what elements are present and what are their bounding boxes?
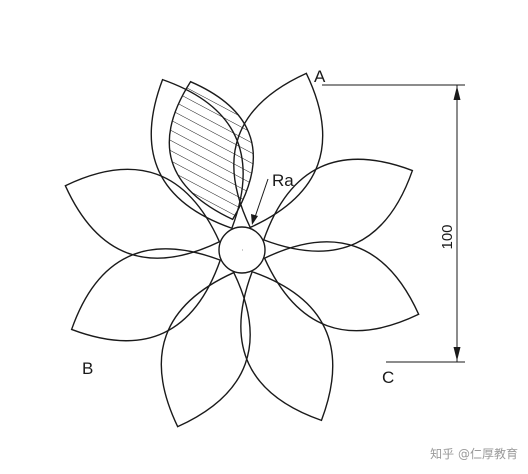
petals-group	[64, 72, 420, 428]
petal-right	[263, 241, 420, 332]
petal-left	[64, 168, 221, 259]
radius-leader	[251, 178, 269, 225]
point-c-label: C	[382, 368, 394, 387]
point-b-label: B	[82, 359, 93, 378]
petal-hatched	[168, 80, 255, 221]
radius-label: Ra	[272, 171, 294, 190]
point-a-label: A	[314, 67, 326, 86]
dimension-value: 100	[439, 224, 456, 249]
petal-top-left	[150, 78, 244, 230]
petal-top	[233, 72, 324, 229]
petal-top-right	[262, 158, 414, 252]
dimension-lines	[322, 84, 465, 363]
petal-bottom	[160, 271, 251, 428]
watermark-text: 知乎 @仁厚教育	[430, 447, 518, 461]
petal-bottom-left	[70, 248, 222, 342]
petal-bottom-right	[240, 270, 334, 422]
